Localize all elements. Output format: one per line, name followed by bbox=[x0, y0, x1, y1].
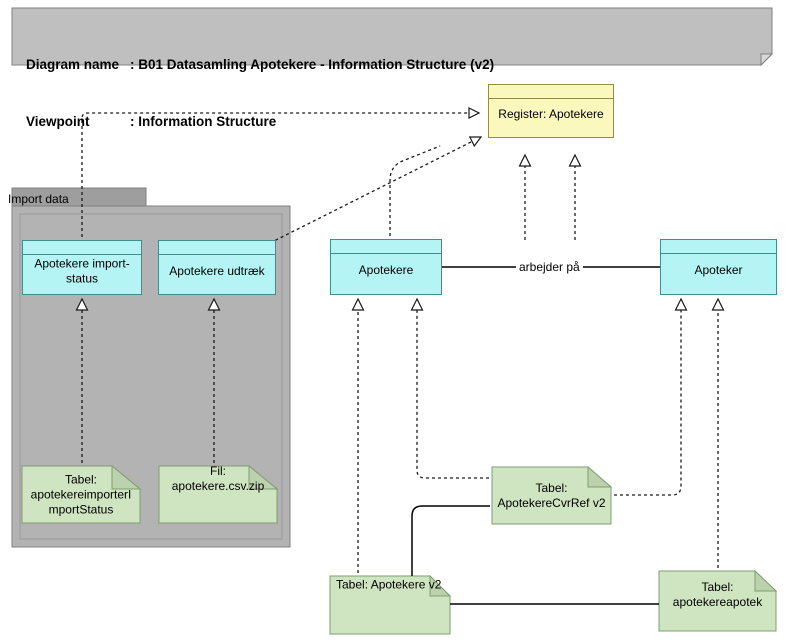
note-label-tabel-apotekereapotek: Tabel: apotekereapotek bbox=[672, 580, 763, 609]
node-register-apotekere[interactable]: Register: Apotekere bbox=[488, 84, 614, 138]
title-block-text: Diagram name: B01 Datasamling Apotekere … bbox=[26, 17, 494, 169]
note-tabel-apotekere-v2[interactable]: Tabel: Apotekere v2 bbox=[330, 576, 450, 634]
edge-cvrref-to-apotekere bbox=[410, 297, 489, 479]
note-tabel-apotekerecvrref-v2[interactable]: Tabel: ApotekereCvrRef v2 bbox=[492, 467, 611, 524]
node-apotekere-udtraek[interactable]: Apotekere udtræk bbox=[158, 240, 276, 295]
note-label-tabel-apotekereimporterimportstatus: Tabel: apotekereimporterI mportStatus bbox=[30, 472, 132, 516]
package-label-import-data[interactable]: Import data bbox=[8, 192, 69, 206]
edge-cvrref-to-apoteker bbox=[614, 297, 688, 496]
title-value-diagram-name: B01 Datasamling Apotekere - Information … bbox=[138, 57, 495, 72]
node-label-apotekere-import-status: Apotekere import- status bbox=[34, 256, 130, 285]
node-label-register-apotekere: Register: Apotekere bbox=[498, 107, 604, 121]
node-header-band bbox=[23, 241, 141, 255]
title-row-diagram-name: Diagram name: B01 Datasamling Apotekere … bbox=[26, 55, 494, 74]
node-apotekere[interactable]: Apotekere bbox=[330, 239, 442, 295]
node-apotekere-import-status[interactable]: Apotekere import- status bbox=[22, 240, 142, 295]
association-connectors bbox=[411, 266, 660, 605]
node-header-band bbox=[331, 240, 441, 254]
node-header-band bbox=[489, 85, 613, 99]
node-header-band bbox=[661, 240, 776, 254]
node-label-apotekere: Apotekere bbox=[358, 263, 414, 277]
note-fil-apotekere-csv-zip[interactable]: Fil: apotekere.csv.zip bbox=[159, 463, 277, 523]
node-label-apotekere-udtraek: Apotekere udtræk bbox=[169, 263, 265, 278]
title-sep-viewpoint: : bbox=[130, 114, 139, 129]
title-row-viewpoint: Viewpoint: Information Structure bbox=[26, 112, 494, 131]
title-label-diagram-name: Diagram name bbox=[26, 57, 120, 72]
note-label-tabel-apotekere-v2: Tabel: Apotekere v2 bbox=[336, 577, 442, 592]
title-sep-diagram-name: : bbox=[130, 57, 139, 72]
edge-label-arbejder-paa: arbejder på bbox=[516, 260, 583, 274]
title-block: Diagram name: B01 Datasamling Apotekere … bbox=[12, 8, 772, 129]
node-header-band bbox=[159, 241, 275, 255]
note-label-fil-apotekere-csv-zip: Fil: apotekere.csv.zip bbox=[171, 463, 265, 493]
node-apoteker[interactable]: Apoteker bbox=[660, 239, 777, 295]
title-value-viewpoint: Information Structure bbox=[138, 114, 277, 129]
note-tabel-apotekereimporterimportstatus[interactable]: Tabel: apotekereimporterI mportStatus bbox=[22, 466, 140, 523]
title-label-viewpoint: Viewpoint bbox=[26, 114, 90, 129]
node-label-apoteker: Apoteker bbox=[694, 263, 743, 277]
note-label-tabel-apotekerecvrref-v2: Tabel: ApotekereCvrRef v2 bbox=[497, 480, 606, 510]
edge-cvrref-to-apotekere-v2 bbox=[411, 505, 490, 576]
note-tabel-apotekereapotek[interactable]: Tabel: apotekereapotek bbox=[659, 571, 776, 631]
